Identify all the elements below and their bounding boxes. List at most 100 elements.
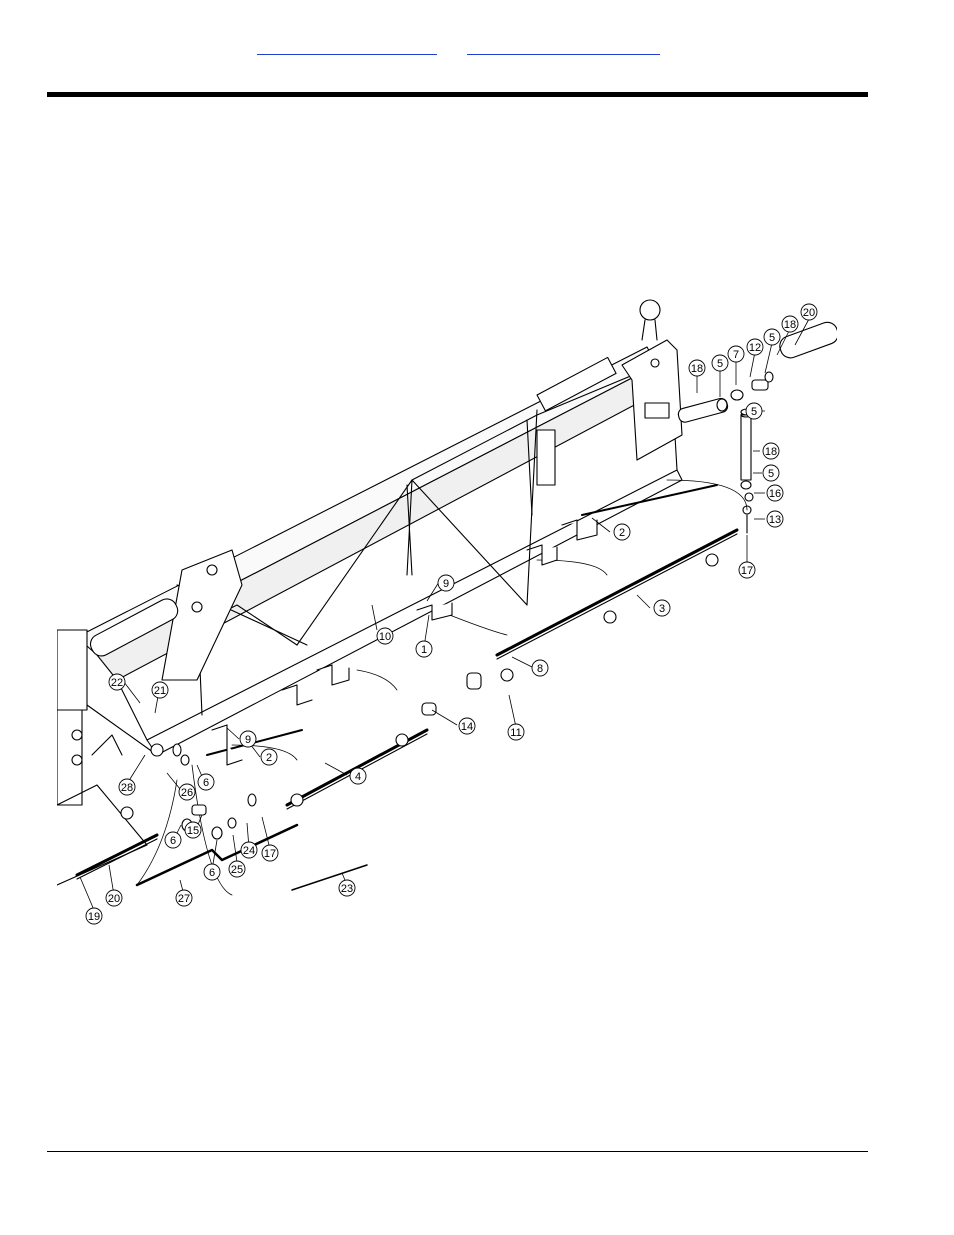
callout-24: 24 bbox=[240, 841, 258, 859]
callout-label: 2 bbox=[266, 752, 272, 764]
callout-circle bbox=[781, 315, 799, 333]
callout-17: 17 bbox=[738, 561, 756, 579]
brackets bbox=[211, 519, 598, 766]
callout-18: 18 bbox=[781, 315, 799, 333]
callout-26: 26 bbox=[178, 783, 196, 801]
header-link-1[interactable] bbox=[257, 38, 437, 55]
callout-18: 18 bbox=[688, 359, 706, 377]
boom-frame bbox=[57, 299, 683, 886]
callout-label: 17 bbox=[264, 848, 276, 860]
callout-label: 1 bbox=[421, 644, 427, 656]
callout-label: 5 bbox=[768, 468, 774, 480]
callout-9: 9 bbox=[437, 574, 455, 592]
callout-circle bbox=[766, 510, 784, 528]
callout-label: 23 bbox=[341, 883, 353, 895]
callout-6: 6 bbox=[164, 831, 182, 849]
callout-8: 8 bbox=[531, 659, 549, 677]
callout-circle bbox=[85, 907, 103, 925]
callout-circle bbox=[745, 402, 763, 420]
callout-circle bbox=[175, 889, 193, 907]
callout-10: 10 bbox=[376, 627, 394, 645]
callout-1: 1 bbox=[415, 640, 433, 658]
callout-label: 13 bbox=[769, 514, 781, 526]
callout-label: 20 bbox=[108, 893, 120, 905]
callout-label: 14 bbox=[461, 721, 473, 733]
callout-circle bbox=[203, 863, 221, 881]
callout-11: 11 bbox=[507, 723, 525, 741]
callout-label: 2 bbox=[619, 527, 625, 539]
callout-label: 12 bbox=[749, 342, 761, 354]
callout-circle bbox=[531, 659, 549, 677]
callout-circle bbox=[164, 831, 182, 849]
callout-14: 14 bbox=[458, 717, 476, 735]
callout-13: 13 bbox=[766, 510, 784, 528]
callout-circle bbox=[118, 778, 136, 796]
header-link-2[interactable] bbox=[467, 38, 660, 55]
callout-label: 28 bbox=[121, 782, 133, 794]
callout-circle bbox=[260, 748, 278, 766]
callout-label: 21 bbox=[154, 685, 166, 697]
callout-circle bbox=[349, 767, 367, 785]
callout-circle bbox=[184, 821, 202, 839]
callout-21: 21 bbox=[151, 681, 169, 699]
callout-circle bbox=[766, 484, 784, 502]
spray-pipes bbox=[75, 484, 739, 891]
callout-circle bbox=[738, 561, 756, 579]
callout-2: 2 bbox=[260, 748, 278, 766]
callout-5: 5 bbox=[745, 402, 763, 420]
callout-label: 19 bbox=[88, 911, 100, 923]
callout-label: 6 bbox=[209, 867, 215, 879]
callout-label: 22 bbox=[111, 677, 123, 689]
callout-label: 16 bbox=[769, 488, 781, 500]
callout-circle bbox=[437, 574, 455, 592]
callout-circle bbox=[228, 860, 246, 878]
callout-2: 2 bbox=[613, 523, 631, 541]
callout-circle bbox=[711, 354, 729, 372]
callout-label: 20 bbox=[803, 307, 815, 319]
callout-circle bbox=[800, 303, 818, 321]
callout-label: 10 bbox=[379, 631, 391, 643]
callout-5: 5 bbox=[711, 354, 729, 372]
nozzle-bodies bbox=[120, 553, 719, 820]
callout-6: 6 bbox=[197, 773, 215, 791]
callout-label: 8 bbox=[537, 663, 543, 675]
callout-25: 25 bbox=[228, 860, 246, 878]
callout-circle bbox=[688, 359, 706, 377]
callout-label: 7 bbox=[733, 349, 739, 361]
callout-label: 18 bbox=[765, 446, 777, 458]
callout-circle bbox=[239, 730, 257, 748]
callout-5: 5 bbox=[762, 464, 780, 482]
callout-7: 7 bbox=[727, 345, 745, 363]
callout-5: 5 bbox=[763, 328, 781, 346]
small-fittings bbox=[172, 371, 774, 840]
callout-label: 26 bbox=[181, 787, 193, 799]
callout-label: 25 bbox=[231, 864, 243, 876]
callout-label: 9 bbox=[443, 578, 449, 590]
callout-3: 3 bbox=[653, 599, 671, 617]
callout-label: 17 bbox=[741, 565, 753, 577]
callout-12: 12 bbox=[746, 338, 764, 356]
callout-circle bbox=[151, 681, 169, 699]
callout-label: 5 bbox=[751, 406, 757, 418]
callout-circle bbox=[613, 523, 631, 541]
callout-label: 27 bbox=[178, 893, 190, 905]
callout-label: 18 bbox=[691, 363, 703, 375]
hose-lines bbox=[136, 479, 748, 896]
callout-circle bbox=[762, 442, 780, 460]
callout-6: 6 bbox=[203, 863, 221, 881]
callout-16: 16 bbox=[766, 484, 784, 502]
callout-9: 9 bbox=[239, 730, 257, 748]
callout-circle bbox=[178, 783, 196, 801]
callout-circle bbox=[415, 640, 433, 658]
callout-label: 9 bbox=[245, 734, 251, 746]
callout-circle bbox=[762, 464, 780, 482]
callout-circle bbox=[653, 599, 671, 617]
callout-label: 11 bbox=[510, 727, 521, 739]
footer-rule bbox=[47, 1151, 868, 1152]
callout-27: 27 bbox=[175, 889, 193, 907]
callout-circle bbox=[376, 627, 394, 645]
callout-19: 19 bbox=[85, 907, 103, 925]
callout-circle bbox=[458, 717, 476, 735]
callout-label: 18 bbox=[784, 319, 796, 331]
callout-label: 3 bbox=[659, 603, 665, 615]
